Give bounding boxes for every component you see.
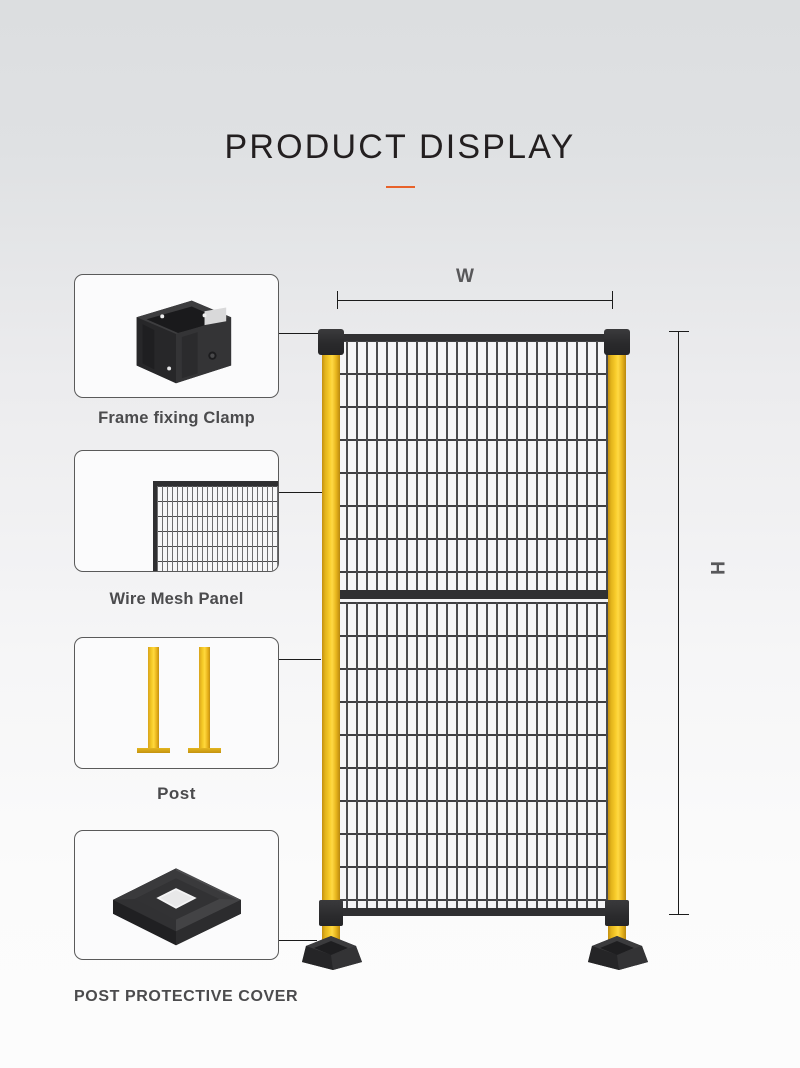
- base-protective-cover-right: [588, 936, 648, 970]
- component-card-clamp[interactable]: [74, 274, 279, 398]
- connector-line-post: [279, 659, 321, 660]
- title-underline-accent: [386, 186, 415, 188]
- frame-clamp-left: [319, 900, 343, 926]
- base-protective-cover-left: [302, 936, 362, 970]
- dimension-line-height: [678, 331, 679, 915]
- wire-mesh-fence-product: [302, 318, 670, 978]
- post-left: [322, 340, 340, 944]
- dimension-cap-width-right: [612, 291, 613, 309]
- frame-bar-bottom: [334, 908, 624, 916]
- component-label-clamp: Frame fixing Clamp: [98, 409, 255, 427]
- dimension-label-height: H: [705, 561, 727, 575]
- component-card-cover[interactable]: [74, 830, 279, 960]
- connector-line-mesh: [279, 492, 334, 493]
- connector-line-cover: [279, 940, 317, 941]
- post-cap-left: [318, 329, 344, 355]
- frame-clamp-right: [605, 900, 629, 926]
- component-card-mesh[interactable]: [74, 450, 279, 572]
- mesh-panel-lower: [336, 602, 620, 910]
- component-label-cover: POST PROTECTIVE COVER: [74, 988, 299, 1005]
- component-card-post[interactable]: [74, 637, 279, 769]
- frame-bar-middle: [334, 590, 624, 599]
- component-label-mesh: Wire Mesh Panel: [109, 590, 244, 608]
- post-protective-cover-icon: [112, 868, 241, 946]
- dimension-cap-width-left: [337, 291, 338, 309]
- dimension-cap-height-bottom: [669, 914, 689, 915]
- post-cap-right: [604, 329, 630, 355]
- frame-bar-top: [334, 334, 624, 341]
- dimension-label-width: W: [456, 266, 474, 287]
- page-title: PRODUCT DISPLAY: [224, 128, 576, 166]
- frame-fixing-clamp-icon: [136, 300, 232, 384]
- dimension-cap-height-top: [669, 331, 689, 332]
- connector-line-clamp: [279, 333, 334, 334]
- component-label-post: Post: [157, 784, 196, 803]
- post-right: [608, 340, 626, 944]
- wire-mesh-panel-icon: [153, 481, 278, 571]
- dimension-line-width: [337, 300, 613, 301]
- mesh-panel-upper: [336, 340, 620, 592]
